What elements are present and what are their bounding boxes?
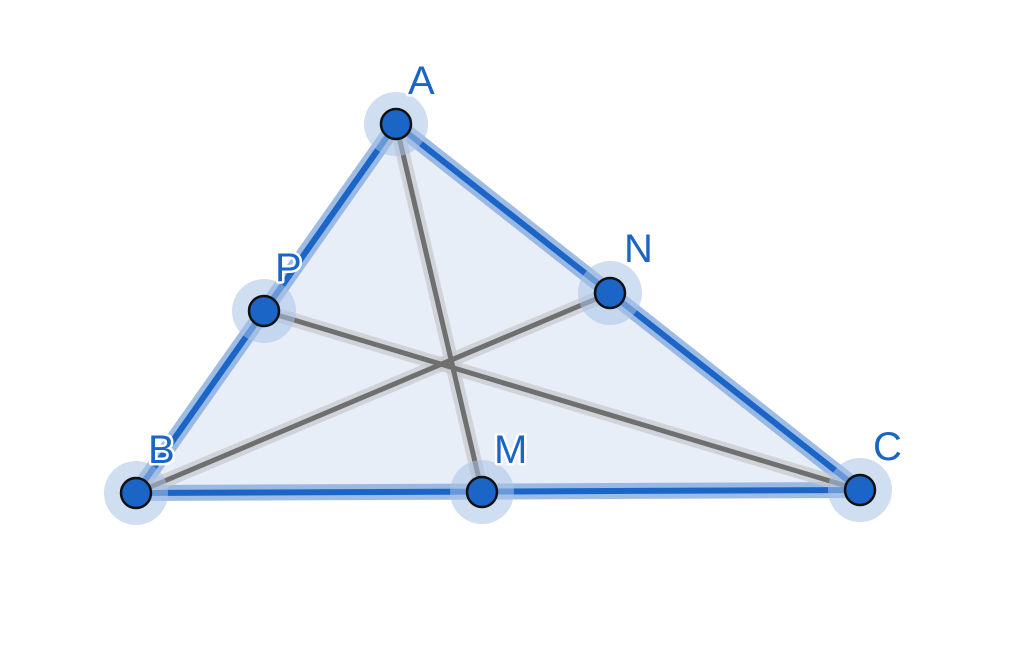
point-label-a: A bbox=[408, 59, 435, 103]
point-a bbox=[379, 107, 413, 141]
point-b bbox=[119, 476, 153, 510]
triangle-medians bbox=[133, 121, 863, 496]
point-label-c: C bbox=[873, 425, 902, 469]
point-label-p: P bbox=[275, 246, 302, 290]
triangle-points bbox=[104, 92, 892, 525]
point-c bbox=[843, 473, 877, 507]
point-p bbox=[247, 294, 281, 328]
point-label-b: B bbox=[148, 428, 175, 472]
point-n bbox=[593, 276, 627, 310]
triangle-abc-fill bbox=[136, 124, 860, 493]
point-label-n: N bbox=[624, 227, 653, 271]
point-label-m: M bbox=[494, 428, 527, 472]
median-bn bbox=[133, 290, 613, 496]
point-m bbox=[465, 475, 499, 509]
median-cp bbox=[261, 308, 863, 493]
median-am bbox=[393, 121, 485, 495]
point-labels: A B C M N P bbox=[146, 57, 905, 475]
